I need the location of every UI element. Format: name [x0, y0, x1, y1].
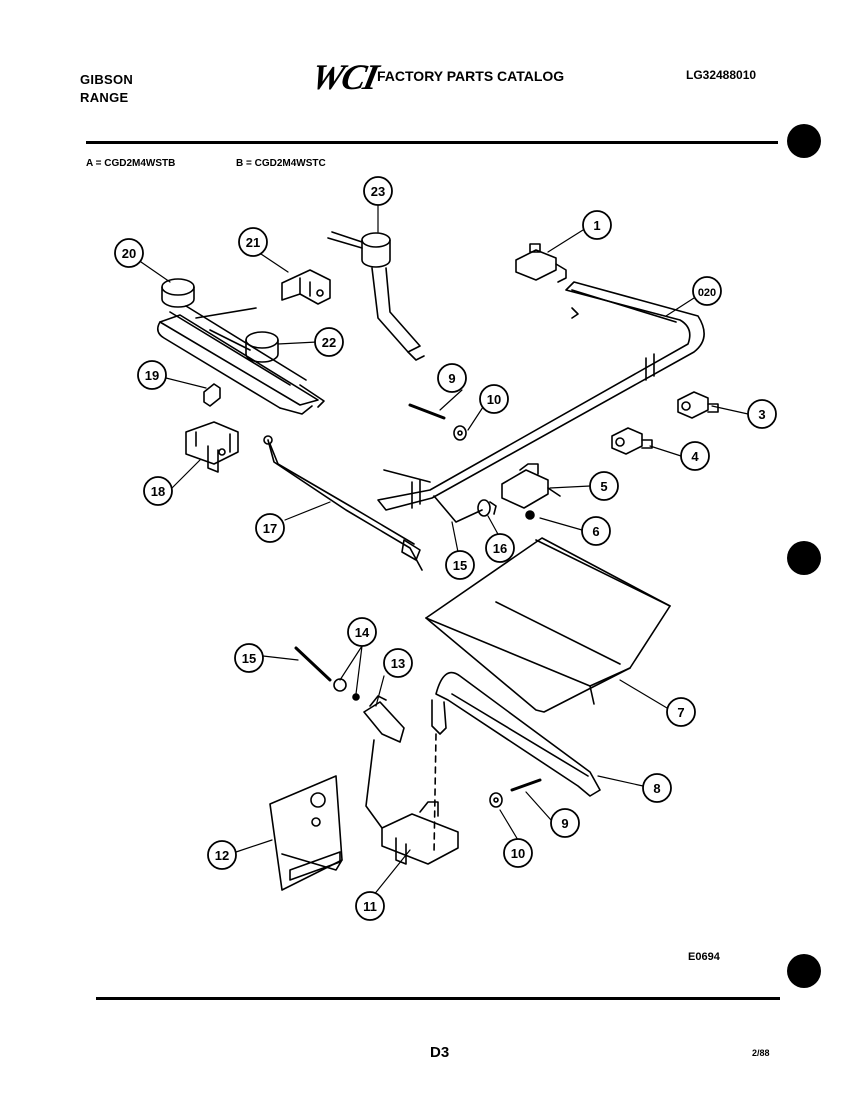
callout-15-upper: 15 — [445, 550, 475, 580]
callout-6: 6 — [581, 516, 611, 546]
svg-text:5: 5 — [600, 479, 607, 494]
callout-8: 8 — [642, 773, 672, 803]
svg-text:18: 18 — [151, 484, 165, 499]
svg-text:23: 23 — [371, 184, 385, 199]
top-rule — [86, 141, 778, 144]
part-3-valve — [677, 391, 719, 419]
svg-text:3: 3 — [758, 407, 765, 422]
part-14-nuts — [333, 678, 360, 701]
callout-10-lower: 10 — [503, 838, 533, 868]
callout-1: 1 — [582, 210, 612, 240]
brand-line-1: GIBSON — [80, 72, 134, 87]
svg-text:12: 12 — [215, 848, 229, 863]
svg-text:9: 9 — [561, 816, 568, 831]
callout-23: 23 — [363, 176, 393, 206]
svg-text:10: 10 — [487, 392, 501, 407]
svg-text:21: 21 — [246, 235, 260, 250]
part-15-screw-lower — [294, 646, 332, 682]
svg-text:15: 15 — [453, 558, 467, 573]
svg-text:14: 14 — [355, 625, 370, 640]
svg-text:10: 10 — [511, 846, 525, 861]
part-10-nut-lower — [489, 792, 503, 808]
callout-7: 7 — [666, 697, 696, 727]
part-23-burner — [327, 231, 425, 361]
svg-text:7: 7 — [677, 705, 684, 720]
callout-21: 21 — [238, 227, 268, 257]
leader-lines — [140, 204, 749, 897]
part-9-screw-upper — [408, 403, 446, 420]
diagram-code: E0694 — [688, 951, 720, 963]
svg-text:17: 17 — [263, 521, 277, 536]
model-b-label: B = CGD2M4WSTC — [236, 158, 326, 169]
callout-18: 18 — [143, 476, 173, 506]
part-16-fitting — [477, 499, 497, 517]
part-4-valve — [611, 427, 653, 455]
callout-5: 5 — [589, 471, 619, 501]
catalog-title: FACTORY PARTS CATALOG — [377, 68, 565, 84]
part-12-bracket — [269, 775, 343, 891]
catalog-number: LG32488010 — [686, 68, 757, 82]
part-11-safety-valve — [365, 739, 459, 865]
revision-date: 2/88 — [752, 1048, 770, 1058]
callout-22: 22 — [314, 327, 344, 357]
svg-text:9: 9 — [448, 371, 455, 386]
page-number: D3 — [430, 1044, 450, 1061]
callout-12: 12 — [207, 840, 237, 870]
callout-10-upper: 10 — [479, 384, 509, 414]
svg-text:15: 15 — [242, 651, 256, 666]
svg-text:6: 6 — [592, 524, 599, 539]
callout-14: 14 — [347, 617, 377, 647]
svg-text:4: 4 — [691, 449, 699, 464]
part-8-broiler-burner — [431, 671, 601, 855]
callout-9-lower: 9 — [550, 808, 580, 838]
part-17-thermocouple — [263, 435, 423, 571]
part-19-clip — [203, 383, 221, 407]
svg-text:20: 20 — [122, 246, 136, 261]
callout-17: 17 — [255, 513, 285, 543]
part-6-seal — [525, 510, 535, 520]
callout-20: 20 — [114, 238, 144, 268]
callout-16: 16 — [485, 533, 515, 563]
svg-text:11: 11 — [363, 899, 377, 914]
callout-020: 020 — [692, 276, 722, 306]
callout-9-upper: 9 — [437, 363, 467, 393]
part-9-screw-lower — [510, 778, 542, 792]
callout-11: 11 — [355, 891, 385, 921]
binder-hole-middle — [787, 541, 821, 575]
part-10-nut-upper — [453, 425, 467, 441]
svg-text:16: 16 — [493, 541, 507, 556]
svg-text:020: 020 — [698, 287, 716, 299]
svg-text:22: 22 — [322, 335, 336, 350]
part-020-manifold — [377, 281, 705, 511]
svg-text:13: 13 — [391, 656, 405, 671]
part-7-shield — [425, 537, 671, 713]
callout-13: 13 — [383, 648, 413, 678]
svg-text:8: 8 — [653, 781, 660, 796]
model-a-label: A = CGD2M4WSTB — [86, 158, 176, 169]
left-burner-assembly — [156, 278, 325, 415]
callout-19: 19 — [137, 360, 167, 390]
part-18-bracket — [185, 421, 239, 473]
part-13-bracket — [363, 695, 405, 743]
part-1-fitting — [515, 243, 567, 283]
part-5-regulator — [501, 463, 561, 509]
binder-hole-bottom — [787, 954, 821, 988]
svg-text:1: 1 — [593, 218, 600, 233]
callout-4: 4 — [680, 441, 710, 471]
svg-text:19: 19 — [145, 368, 159, 383]
part-21-bracket — [281, 269, 331, 305]
brand-line-2: RANGE — [80, 90, 129, 105]
callout-15-lower: 15 — [234, 643, 264, 673]
callout-3: 3 — [747, 399, 777, 429]
bottom-rule — [96, 997, 780, 1000]
part-15-tube-upper — [433, 495, 483, 523]
binder-hole-top — [787, 124, 821, 158]
